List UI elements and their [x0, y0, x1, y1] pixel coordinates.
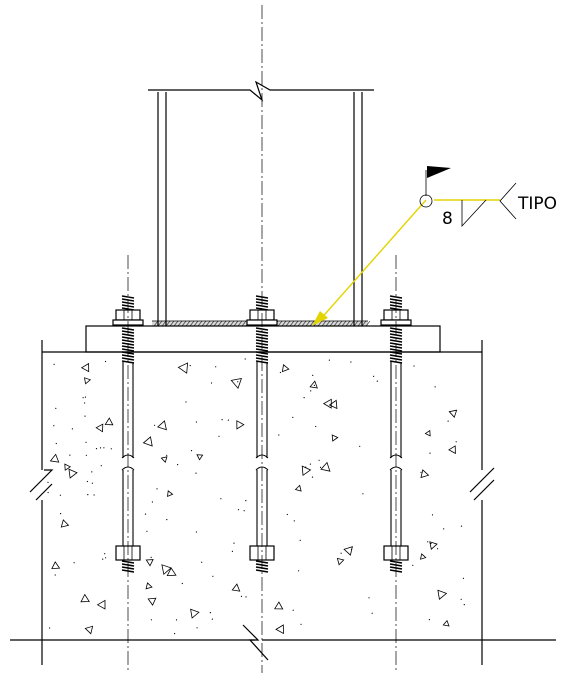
base-plate: [85, 325, 441, 353]
leader-arrowhead: [312, 311, 328, 326]
weld-size-label: 8: [442, 209, 453, 229]
anchor-bolt-right: [380, 295, 412, 573]
center-lines: [127, 5, 397, 673]
steel-column: [148, 80, 374, 326]
concrete-aggregate-texture: [47, 358, 465, 635]
weld-tail-note: TIPO: [517, 194, 557, 214]
break-line-icon: [148, 80, 374, 102]
ground-line: [10, 624, 556, 661]
field-weld-flag-icon: [427, 166, 451, 178]
weld-callout: 8 TIPO: [312, 166, 557, 326]
weld-all-around-circle-icon: [419, 194, 433, 208]
fillet-weld-symbol-icon: [461, 199, 487, 228]
